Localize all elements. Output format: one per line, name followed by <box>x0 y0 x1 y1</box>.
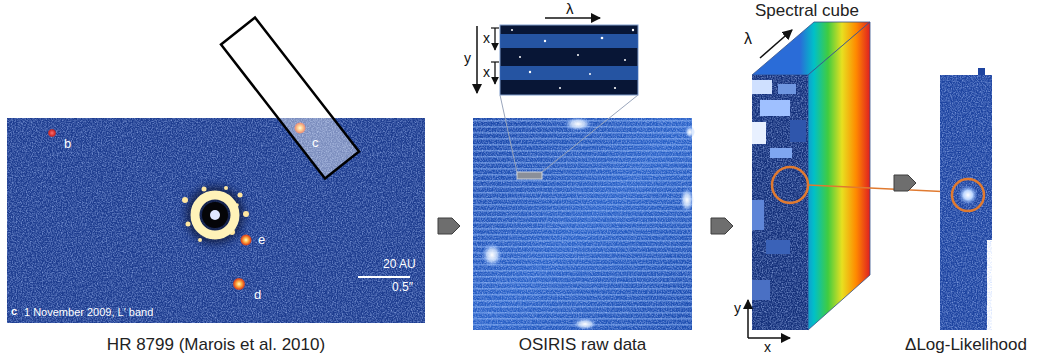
planet-label: d <box>254 288 261 303</box>
scale-label: 20 AU <box>383 258 416 272</box>
planet-label: e <box>258 233 265 248</box>
planet-label: c <box>312 136 319 151</box>
panel-heading: Spectral cube <box>755 1 859 21</box>
date-label: 1 November 2009, L′ band <box>24 306 153 319</box>
axis-label: x <box>483 30 490 46</box>
image-panel: OSIRIS raw data <box>473 118 692 330</box>
planet-label: b <box>64 137 71 152</box>
axis-label: λ <box>744 30 752 48</box>
axis-label: y <box>734 300 741 316</box>
scale-label: 0.5″ <box>392 281 413 295</box>
axis-label: x <box>764 339 771 355</box>
cube-panel: Spectral cube <box>752 22 870 330</box>
panel-caption: HR 8799 (Marois et al. 2010) <box>107 335 325 355</box>
image-panel: ΔLog-Likelihood <box>940 75 992 330</box>
axis-label: λ <box>566 0 574 17</box>
axis-label: y <box>464 50 471 66</box>
flow-chevron <box>711 218 733 234</box>
panel-caption: OSIRIS raw data <box>519 335 647 355</box>
flow-chevron <box>438 218 460 234</box>
flow-chevron <box>894 175 916 191</box>
axis-label: x <box>483 64 490 80</box>
panel-caption: ΔLog-Likelihood <box>905 335 1027 355</box>
panel-letter: c <box>11 305 17 318</box>
